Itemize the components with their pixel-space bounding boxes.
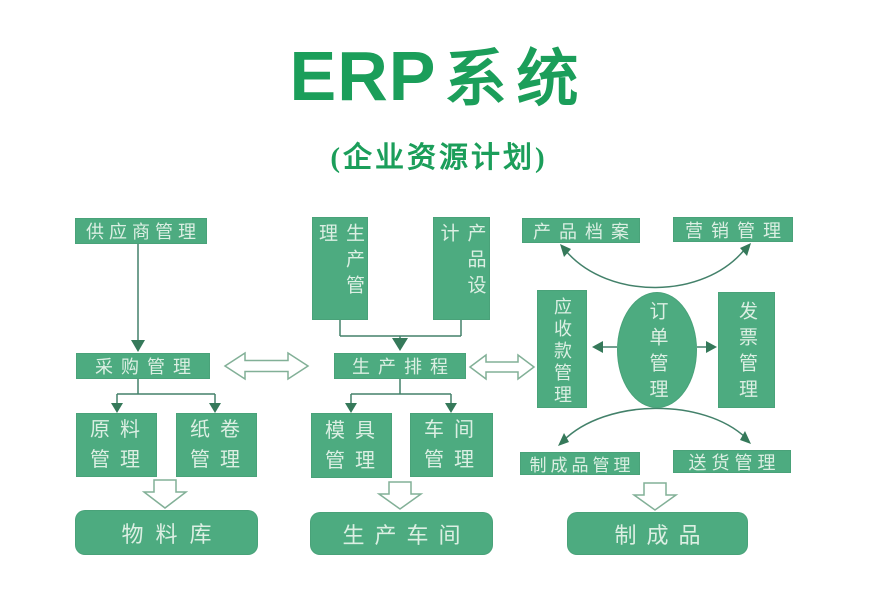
double-arrow-purchasing-scheduling bbox=[223, 351, 310, 381]
connector-merge-to-scheduling bbox=[339, 320, 462, 351]
node-production-scheduling: 生产排程 bbox=[334, 353, 466, 379]
hollow-arrow-to-material-warehouse bbox=[141, 479, 189, 509]
node-delivery-management: 送货管理 bbox=[673, 450, 791, 473]
node-marketing-management: 营销管理 bbox=[673, 217, 793, 242]
title-cjk: 系统 bbox=[444, 46, 589, 114]
node-receivables-management: 应收款管理 bbox=[537, 290, 587, 408]
node-supplier-management: 供应商管理 bbox=[75, 218, 207, 244]
hollow-arrow-to-production-workshop bbox=[376, 481, 424, 510]
node-production-workshop: 生产车间 bbox=[310, 512, 493, 555]
node-raw-material-management: 原料管理 bbox=[76, 413, 157, 477]
title-latin: ERP bbox=[289, 37, 437, 115]
node-workshop-management: 车间管理 bbox=[410, 413, 493, 477]
node-mold-management: 模具管理 bbox=[311, 413, 392, 478]
double-arrow-scheduling-receivables bbox=[468, 353, 536, 381]
connector-order-arc-bottom bbox=[558, 407, 751, 446]
node-product-design: 产品设计 bbox=[433, 217, 490, 320]
connector-order-to-receivables bbox=[592, 341, 617, 353]
node-finished-product-management: 制成品管理 bbox=[520, 452, 640, 475]
page-subtitle: (企业资源计划) bbox=[330, 142, 548, 174]
node-invoice-management: 发票管理 bbox=[718, 292, 775, 408]
connector-purchasing-branch bbox=[111, 379, 221, 413]
node-product-archive: 产品档案 bbox=[522, 218, 640, 243]
hollow-arrow-to-finished-products bbox=[631, 482, 679, 511]
connector-scheduling-branch bbox=[345, 378, 457, 413]
node-paper-roll-management: 纸卷管理 bbox=[176, 413, 257, 477]
node-purchasing-management: 采购管理 bbox=[76, 353, 210, 379]
node-material-warehouse: 物料库 bbox=[75, 510, 258, 555]
node-order-management: 订单管理 bbox=[617, 292, 697, 408]
node-production-management: 生产管理 bbox=[312, 217, 368, 320]
connector-order-to-invoice bbox=[697, 341, 717, 353]
connector-order-arc-top bbox=[560, 243, 751, 289]
node-finished-products: 制成品 bbox=[567, 512, 748, 555]
connector-supplier-to-purchasing bbox=[131, 244, 145, 352]
